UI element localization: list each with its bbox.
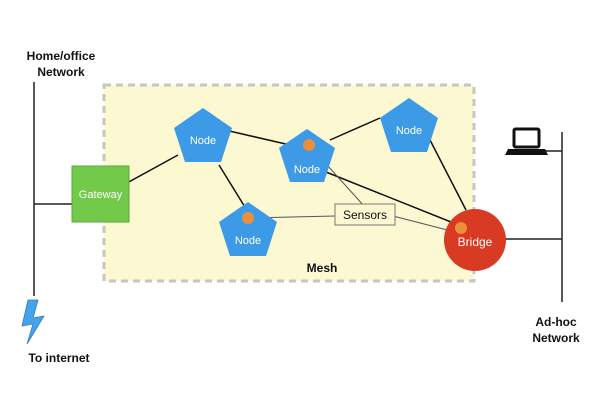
mesh-links [126, 117, 467, 223]
sensors-callout: Sensors [334, 203, 396, 226]
sensor-dot-node-2 [303, 139, 315, 151]
bridge-label: Bridge [458, 235, 493, 249]
to-internet-label: To internet [28, 351, 89, 365]
adhoc-network-label-line2: Network [532, 331, 580, 345]
lightning-bolt-icon [21, 299, 45, 345]
gateway-box: Gateway [71, 165, 130, 223]
sensors-label: Sensors [343, 208, 387, 222]
home-network-label-line1: Home/office [27, 49, 96, 63]
mesh-label: Mesh [307, 261, 338, 275]
laptop-icon [505, 127, 548, 155]
sensor-dot-bridge [455, 222, 467, 234]
sensor-dot-node-4 [242, 212, 254, 224]
node-4-label: Node [235, 235, 261, 247]
node-2: Node [279, 129, 335, 182]
node-1-label: Node [190, 135, 216, 147]
home-network-label-line2: Network [37, 65, 85, 79]
gateway-label: Gateway [79, 189, 123, 201]
adhoc-network-backbone [503, 132, 563, 302]
node-4: Node [219, 202, 277, 256]
node-2-label: Node [294, 164, 320, 176]
bridge-circle: Bridge [444, 209, 506, 271]
adhoc-network-label-line1: Ad-hoc [535, 315, 577, 329]
node-1: Node [174, 108, 232, 162]
node-3-label: Node [396, 125, 422, 137]
home-network-backbone [33, 82, 72, 296]
node-3: Node [380, 98, 438, 152]
